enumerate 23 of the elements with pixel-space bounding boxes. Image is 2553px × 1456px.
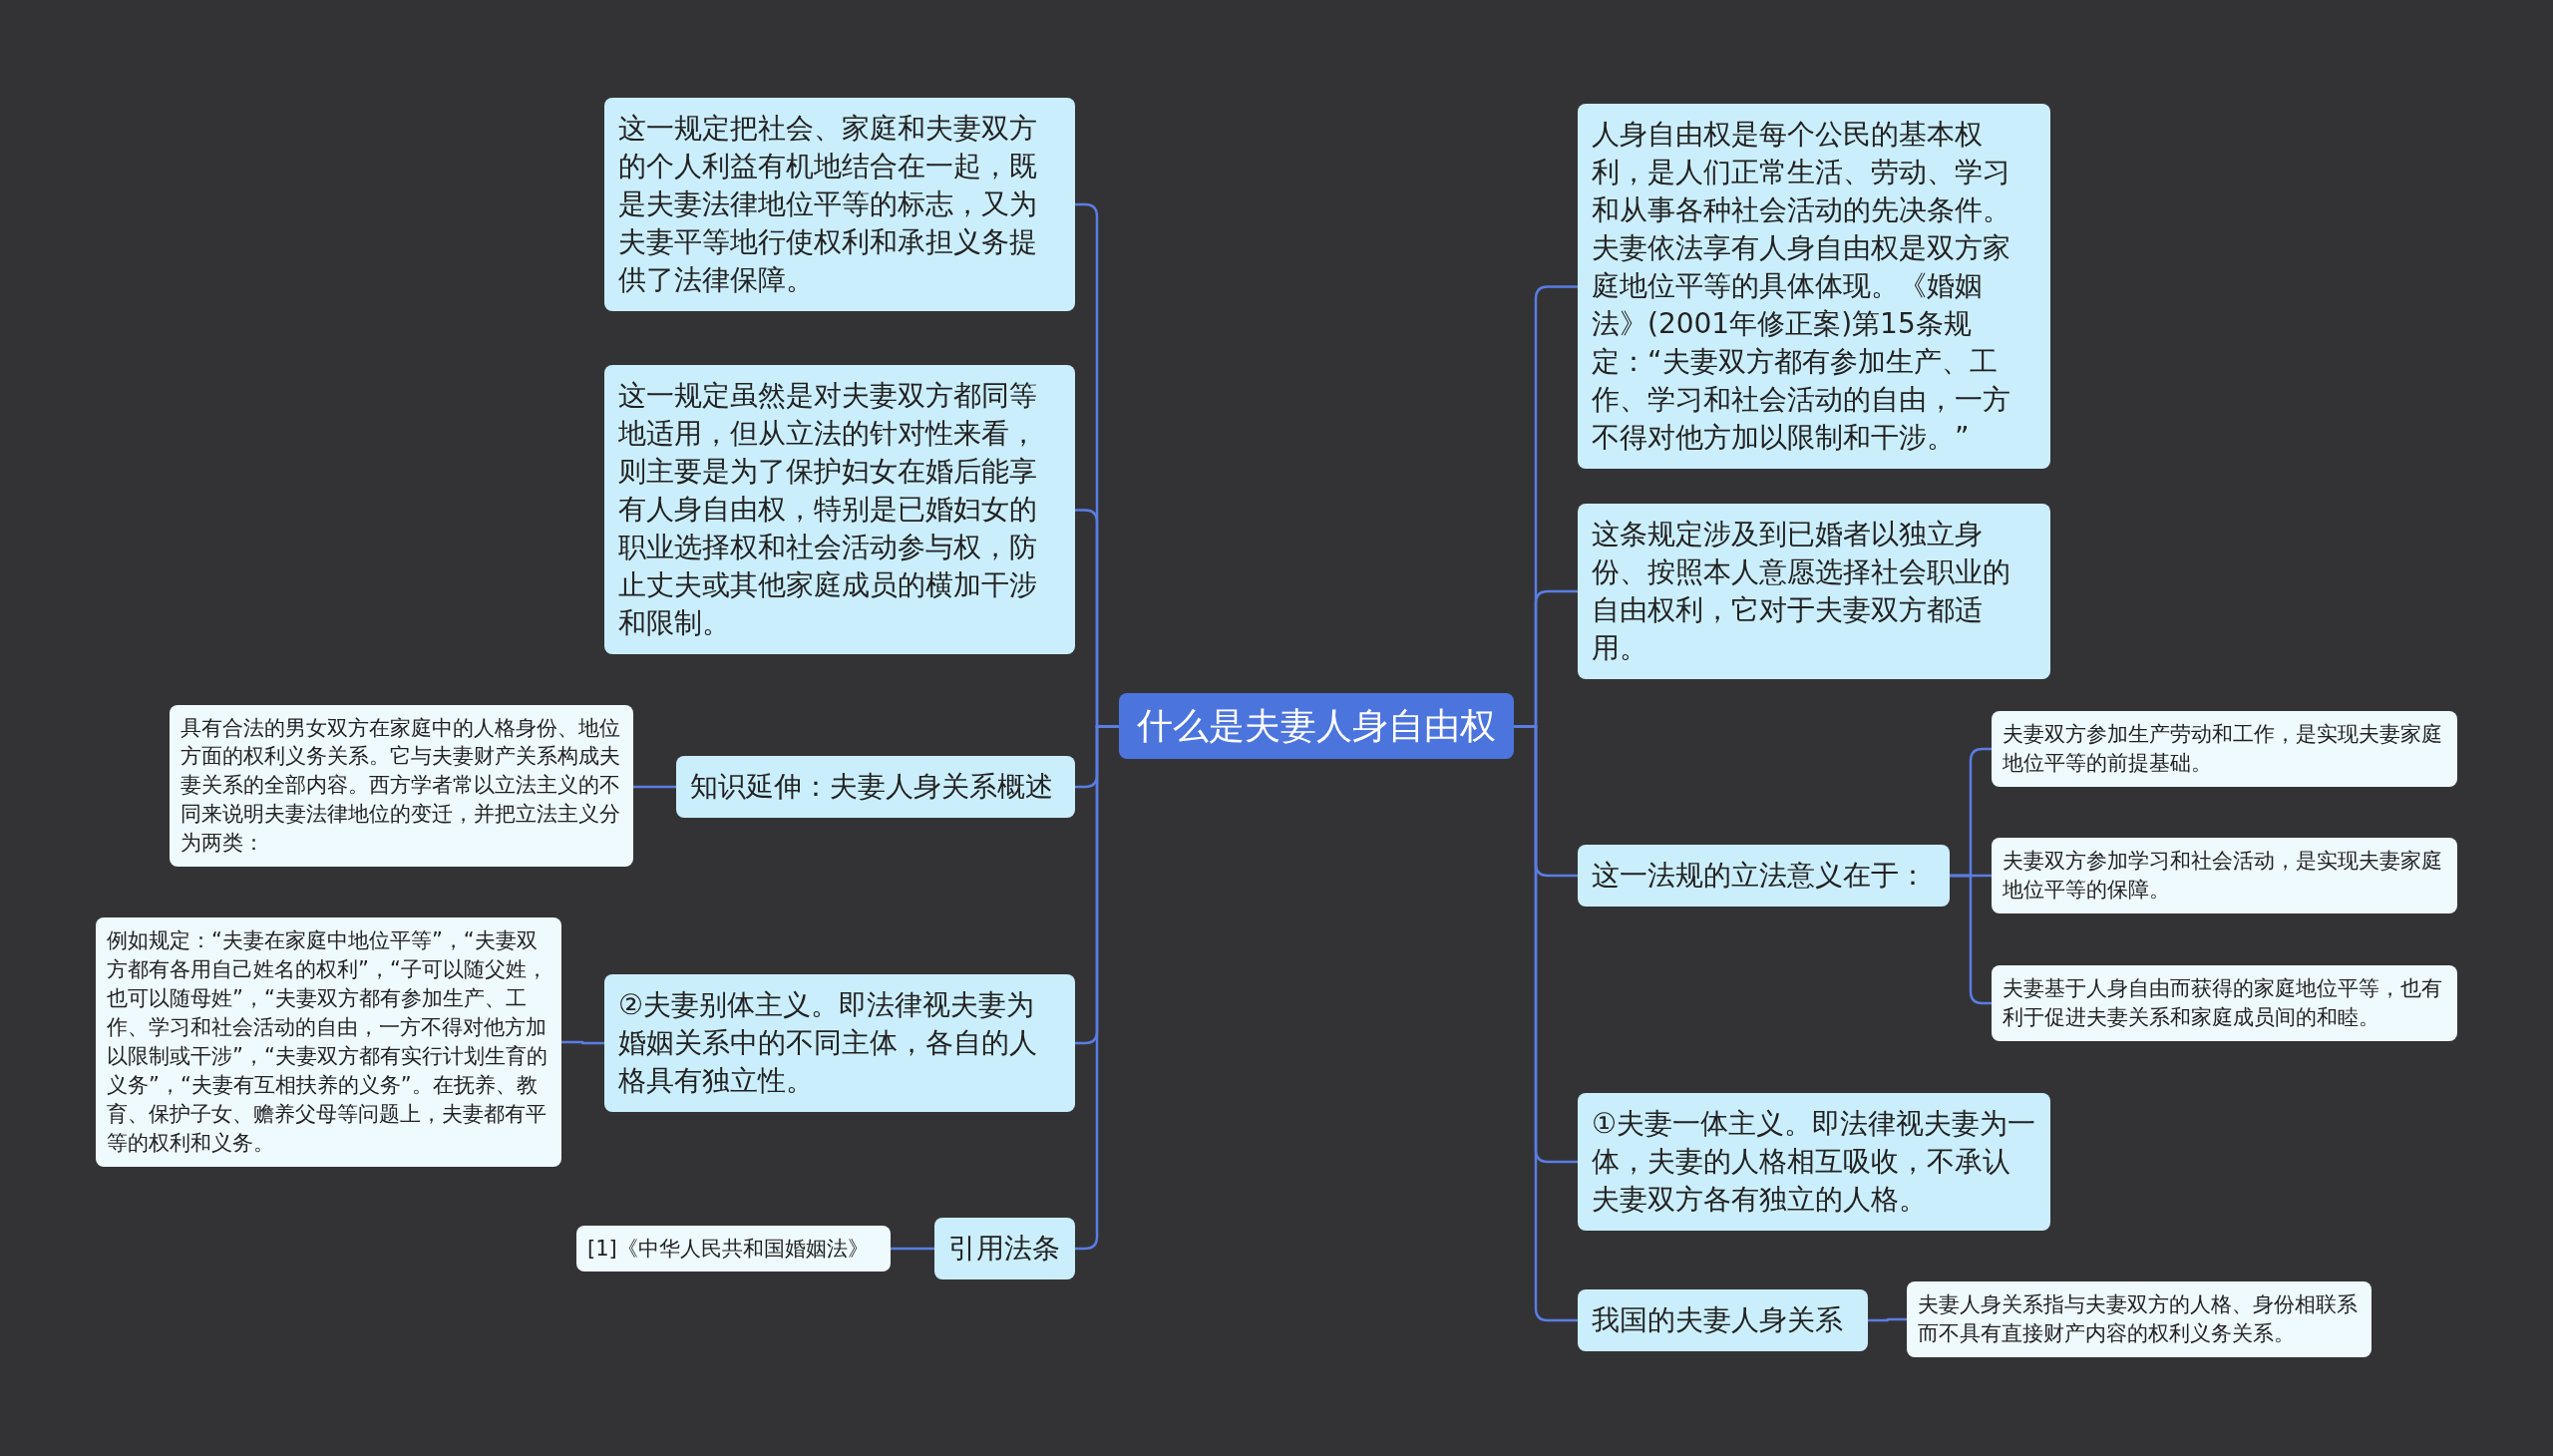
topic-box: 这一法规的立法意义在于： <box>1578 845 1950 908</box>
subtopic-box: [1]《中华人民共和国婚姻法》 <box>576 1225 891 1273</box>
topic-box: 人身自由权是每个公民的基本权利，是人们正常生活、劳动、学习和从事各种社会活动的先决条件。夫妻依法享有人身自由权是双方家庭地位平等的具体体现。《婚姻法》(2001年修正案)第15条规定：“夫妻双方都有参加生产、工作、学习和社会活动的自由，一方不得对他方加以限制和干涉。” <box>1578 103 2050 470</box>
connector-line <box>633 785 676 789</box>
topic-box: 引用法条 <box>934 1218 1075 1280</box>
subtopic-box: 夫妻基于人身自由而获得的家庭地位平等，也有利于促进夫妻关系和家庭成员间的和睦。 <box>1992 965 2457 1041</box>
subtopic-box: 例如规定：“夫妻在家庭中地位平等”，“夫妻双方都有各用自己姓名的权利”，“子可以随父姓，也可以随母姓”，“夫妻双方都有参加生产、工作、学习和社会活动的自由，一方不得对他方加以限制或干涉”，“夫妻双方都有实行计划生育的义务”，“夫妻有互相扶养的义务”。在抚养、教育、保护子女、赡养父母等问题上，夫妻都有平等的权利和义务。 <box>96 917 561 1167</box>
connector-line <box>1868 1317 1907 1322</box>
topic-box: 这一规定虽然是对夫妻双方都同等地适用，但从立法的针对性来看，则主要是为了保护妇女在婚后能享有人身自由权，特别是已婚妇女的职业选择权和社会活动参与权，防止丈夫或其他家庭成员的横加干涉和限制。 <box>604 364 1075 655</box>
topic-box: 我国的夫妻人身关系 <box>1578 1289 1868 1352</box>
subtopic-box: 夫妻人身关系指与夫妻双方的人格、身份相联系而不具有直接财产内容的权利义务关系。 <box>1907 1281 2371 1357</box>
connector-line <box>561 1040 604 1045</box>
topic-box: ②夫妻别体主义。即法律视夫妻为婚姻关系中的不同主体，各自的人格具有独立性。 <box>604 974 1075 1113</box>
central-topic: 什么是夫妻人身自由权 <box>1119 692 1514 760</box>
topic-box: 知识延伸：夫妻人身关系概述 <box>676 756 1075 819</box>
subtopic-box: 夫妻双方参加生产劳动和工作，是实现夫妻家庭地位平等的前提基础。 <box>1992 711 2457 787</box>
subtopic-box: 具有合法的男女双方在家庭中的人格身份、地位方面的权利义务关系。它与夫妻财产关系构成夫妻关系的全部内容。西方学者常以立法主义的不同来说明夫妻法律地位的变迁，并把立法主义分为两类： <box>170 704 633 868</box>
connector-line <box>1950 874 1992 1005</box>
subtopic-box: 夫妻双方参加学习和社会活动，是实现夫妻家庭地位平等的保障。 <box>1992 838 2457 913</box>
connector-line <box>891 1247 934 1251</box>
topic-box: ①夫妻一体主义。即法律视夫妻为一体，夫妻的人格相互吸收，不承认夫妻双方各有独立的人格。 <box>1578 1093 2050 1232</box>
topic-box: 这条规定涉及到已婚者以独立身份、按照本人意愿选择社会职业的自由权利，它对于夫妻双方都适用。 <box>1578 504 2050 680</box>
topic-box: 这一规定把社会、家庭和夫妻双方的个人利益有机地结合在一起，既是夫妻法律地位平等的标志，又为夫妻平等地行使权利和承担义务提供了法律保障。 <box>604 98 1075 312</box>
